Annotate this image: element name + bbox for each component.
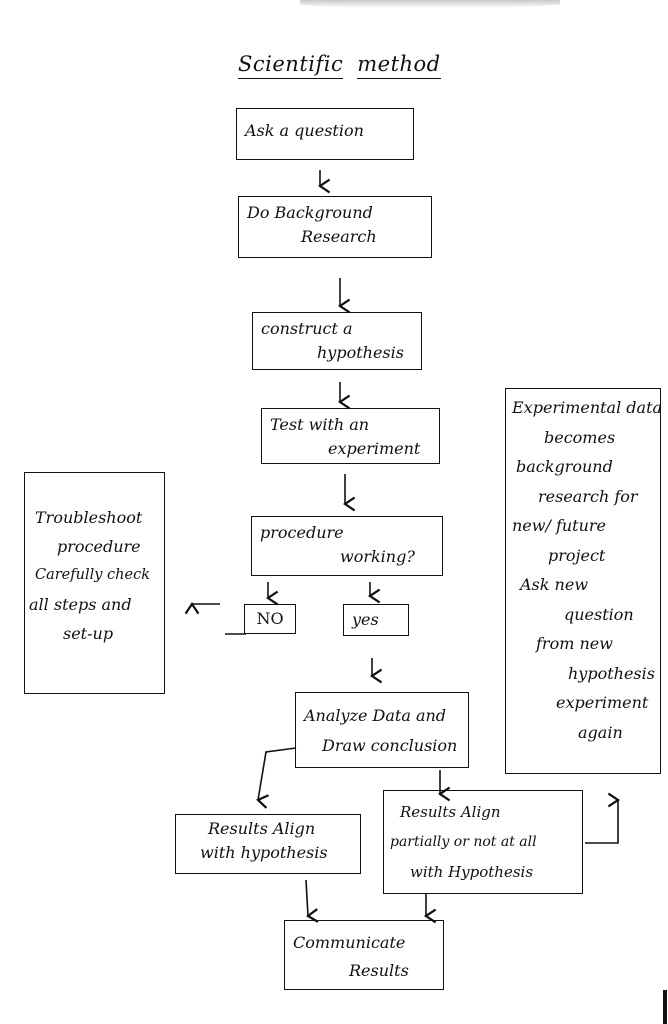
node-text: partially or not at all: [390, 834, 537, 850]
title-word-1: Scientific: [238, 52, 344, 79]
title-word-2: method: [357, 52, 441, 79]
node-text: project: [548, 545, 606, 565]
node-yes: yes: [343, 604, 409, 636]
node-ask-question: Ask a question: [236, 108, 414, 160]
node-text: Test with an: [270, 415, 370, 434]
node-communicate-results: Communicate Results: [284, 920, 444, 990]
node-text: Experimental data: [512, 398, 663, 417]
node-text: Ask a question: [245, 121, 364, 140]
node-results-partial: Results Align partially or not at all wi…: [383, 790, 583, 894]
node-text: Draw conclusion: [322, 736, 458, 755]
node-text: yes: [352, 610, 379, 629]
node-text: Do Background: [247, 203, 373, 222]
node-construct-hypothesis: construct a hypothesis: [252, 312, 422, 370]
node-text: Analyze Data and: [304, 706, 447, 725]
node-analyze-data: Analyze Data and Draw conclusion: [295, 692, 469, 768]
node-text: Communicate: [293, 933, 406, 952]
node-text: becomes: [544, 427, 616, 447]
node-text: Carefully check: [35, 567, 150, 583]
node-text: construct a: [261, 319, 353, 338]
node-text: Results: [349, 961, 409, 980]
scan-smudge: [300, 0, 560, 8]
node-text: procedure: [57, 537, 141, 556]
node-text: experiment: [556, 693, 649, 712]
node-text: Results Align: [208, 819, 316, 838]
node-text: Ask new: [520, 575, 589, 594]
node-text: with hypothesis: [200, 843, 328, 862]
node-iterate-new-question: Experimental data becomes background res…: [505, 388, 663, 774]
arrow-analyze-to-align: [256, 747, 297, 809]
node-text: procedure: [260, 523, 344, 542]
node-background-research: Do Background Research: [238, 196, 432, 258]
node-text: NO: [256, 609, 284, 628]
scan-edge: [663, 990, 667, 1024]
node-procedure-working: procedure working?: [251, 516, 443, 576]
node-text: background: [516, 457, 613, 476]
node-text: working?: [340, 547, 415, 566]
node-text: hypothesis: [317, 343, 404, 362]
node-text: Troubleshoot: [35, 508, 143, 527]
diagram-title: Scientific method: [238, 52, 441, 79]
node-text: again: [578, 722, 623, 742]
node-text: research for: [538, 486, 638, 506]
node-text: with Hypothesis: [410, 863, 534, 881]
arrow-align-to-communicate: [305, 879, 319, 923]
node-text: from new: [536, 634, 613, 653]
node-results-align: Results Align with hypothesis: [175, 814, 361, 874]
node-text: question: [564, 604, 634, 624]
node-text: new/ future: [512, 516, 607, 535]
node-text: experiment: [328, 439, 421, 458]
node-test-experiment: Test with an experiment: [261, 408, 440, 464]
node-text: Research: [301, 227, 377, 246]
node-text: set-up: [63, 624, 114, 643]
arrow-partial-to-iterate: [585, 792, 621, 844]
node-text: all steps and: [29, 595, 132, 614]
node-troubleshoot: Troubleshoot procedure Carefully check a…: [24, 472, 165, 694]
node-no: NO: [244, 604, 296, 634]
node-text: hypothesis: [568, 663, 655, 683]
node-text: Results Align: [400, 803, 501, 821]
